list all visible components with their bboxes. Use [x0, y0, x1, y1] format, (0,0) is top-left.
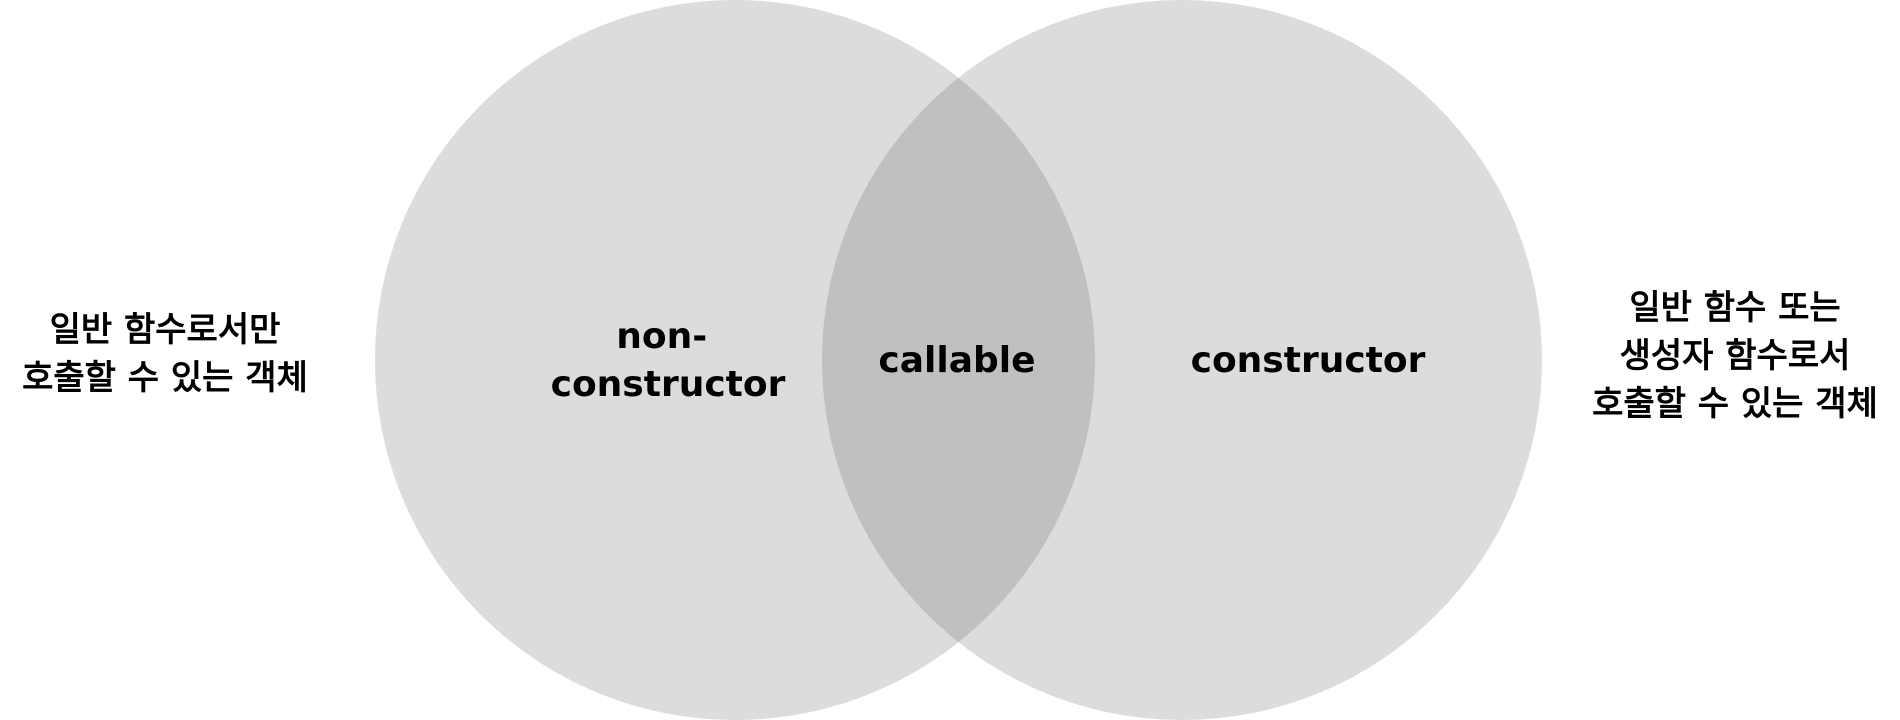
non-constructor-description: 일반 함수로서만 호출할 수 있는 객체: [22, 310, 308, 398]
non-constructor-label: non- constructor: [551, 316, 786, 405]
constructor-label: constructor: [1191, 340, 1426, 381]
non-constructor-label-line-1: non-: [616, 316, 707, 357]
non-constructor-label-line-2: constructor: [551, 364, 786, 405]
constructor-description: 일반 함수 또는 생성자 함수로서 호출할 수 있는 객체: [1592, 288, 1878, 424]
callable-overlap-region: [822, 0, 1095, 720]
callable-label: callable: [878, 340, 1035, 381]
